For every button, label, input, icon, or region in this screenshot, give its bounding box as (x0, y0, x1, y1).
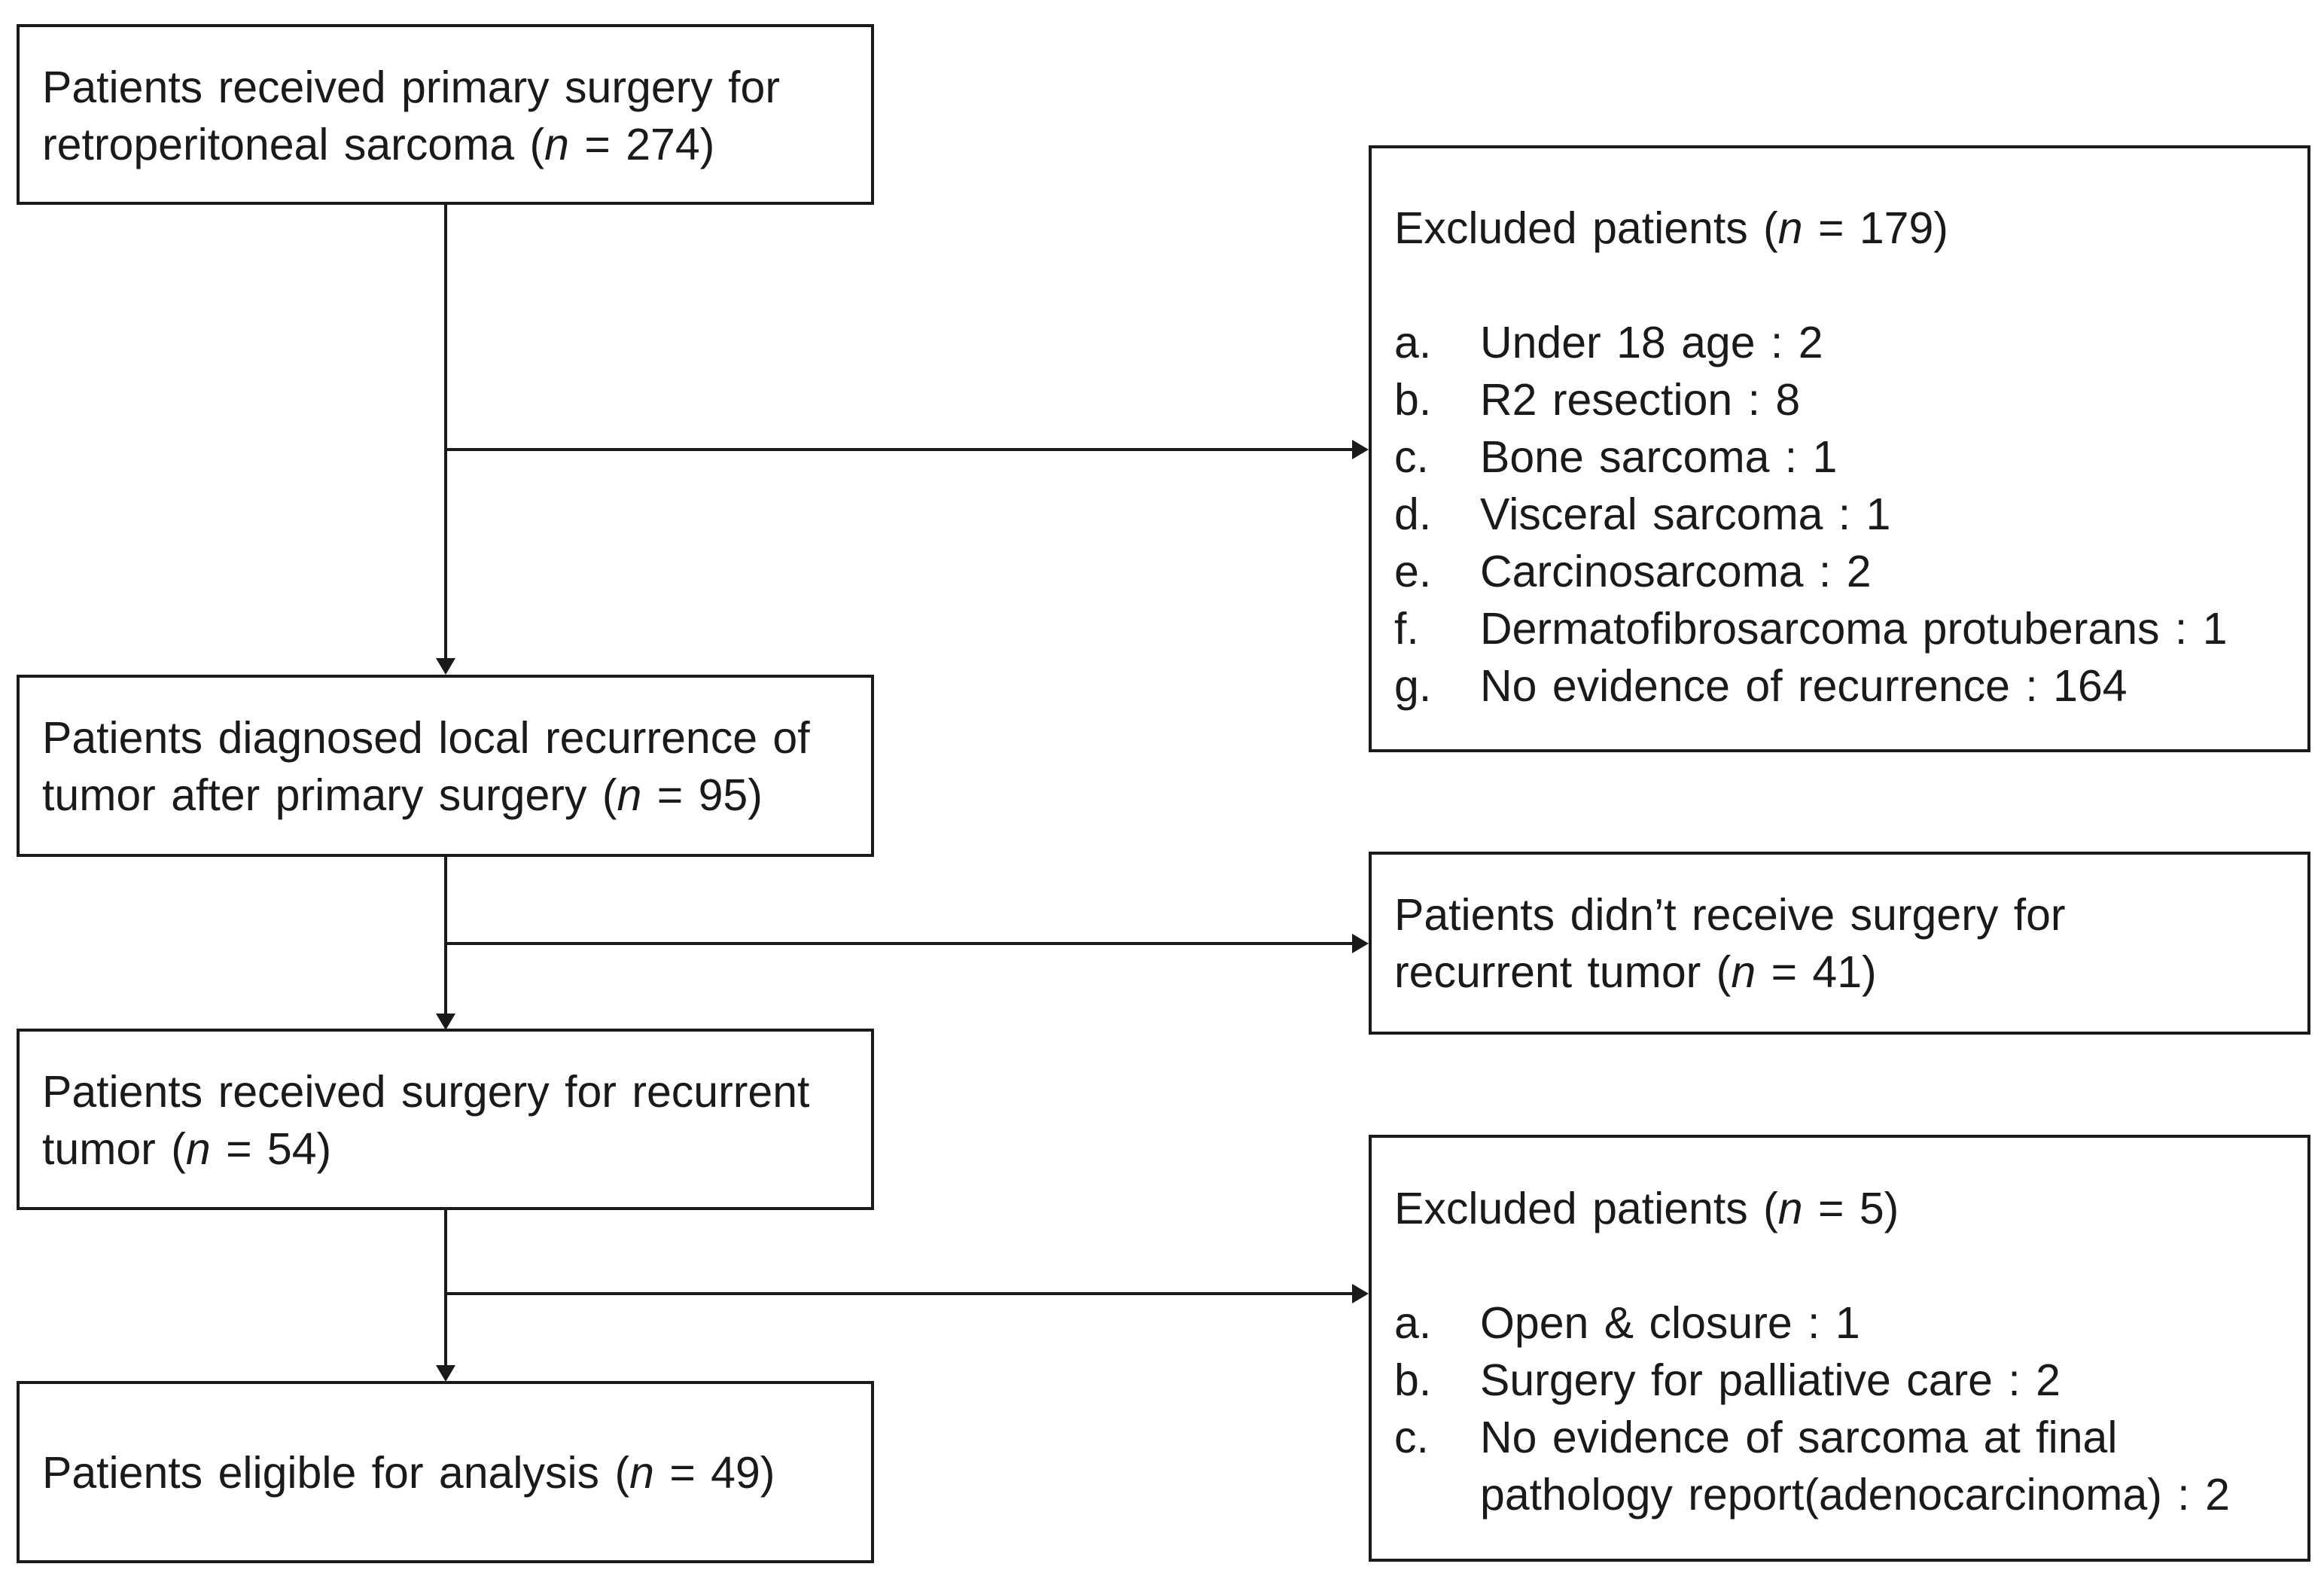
box-recurrent-surgery: Patients received surgery for recurrent … (17, 1029, 874, 1210)
box-primary-surgery-line1: Patients received primary surgery for (42, 62, 781, 112)
box-eligible-line1: Patients eligible for analysis (n = 49) (42, 1448, 775, 1498)
box-local-recurrence-line1: Patients diagnosed local recurrence of (42, 713, 810, 763)
box-recurrent-surgery-line2: tumor (n = 54) (42, 1124, 332, 1174)
list-item: a.Open & closure : 1 (1394, 1298, 1860, 1348)
list-item: a.Under 18 age : 2 (1394, 318, 1823, 367)
list-item: b.Surgery for palliative care : 2 (1394, 1355, 2061, 1405)
box-primary-surgery-line2: retroperitoneal sarcoma (n = 274) (42, 120, 715, 169)
excluded-5-list: a.Open & closure : 1 b.Surgery for palli… (1394, 1294, 2230, 1523)
arrowhead-box2 (436, 658, 455, 675)
box-recurrent-surgery-line1: Patients received surgery for recurrent (42, 1067, 810, 1117)
arrowhead-excluded1 (1352, 440, 1369, 459)
box-local-recurrence-line2: tumor after primary surgery (n = 95) (42, 770, 763, 820)
list-item: c.No evidence of sarcoma at final (1394, 1413, 2118, 1462)
box-no-surgery: Patients didn’t receive surgery for recu… (1369, 852, 2310, 1035)
list-item: d.Visceral sarcoma : 1 (1394, 489, 1891, 539)
list-item: c.Bone sarcoma : 1 (1394, 432, 1838, 482)
list-item: pathology report(adenocarcinoma) : 2 (1480, 1470, 2230, 1520)
excluded-5-title: Excluded patients (n = 5) (1394, 1184, 1899, 1233)
box-local-recurrence: Patients diagnosed local recurrence of t… (17, 675, 874, 857)
arrowhead-box3 (436, 1014, 455, 1030)
box-excluded-179: Excluded patients (n = 179) a.Under 18 a… (1369, 145, 2310, 752)
box-no-surgery-line1: Patients didn’t receive surgery for (1394, 890, 2066, 940)
arrowhead-excluded2 (1352, 1284, 1369, 1303)
list-item: g.No evidence of recurrence : 164 (1394, 661, 2128, 711)
box-eligible: Patients eligible for analysis (n = 49) (17, 1381, 874, 1563)
excluded-179-title: Excluded patients (n = 179) (1394, 203, 1948, 253)
list-item: f.Dermatofibrosarcoma protuberans : 1 (1394, 604, 2228, 654)
list-item: e.Carcinosarcoma : 2 (1394, 547, 1872, 596)
excluded-179-list: a.Under 18 age : 2 b.R2 resection : 8 c.… (1394, 314, 2228, 715)
list-item: b.R2 resection : 8 (1394, 375, 1801, 425)
box-excluded-5: Excluded patients (n = 5) a.Open & closu… (1369, 1135, 2310, 1562)
box-no-surgery-line2: recurrent tumor (n = 41) (1394, 947, 1877, 997)
box-primary-surgery: Patients received primary surgery for re… (17, 24, 874, 205)
arrowhead-nosurgery (1352, 934, 1369, 953)
arrowhead-box4 (436, 1365, 455, 1382)
